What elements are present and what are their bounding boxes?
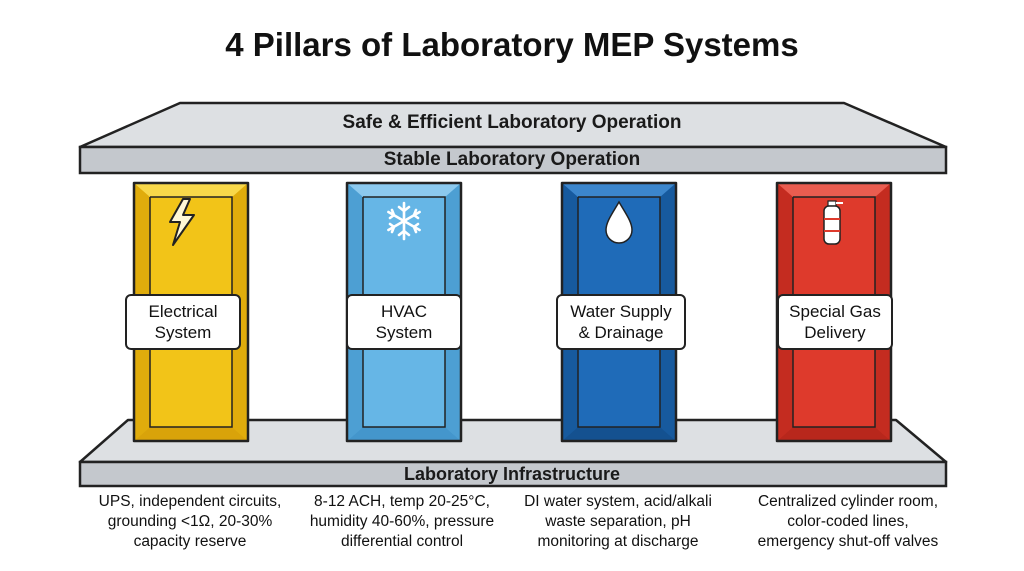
hvac-system-label: HVAC System (346, 294, 462, 350)
label-line: Special Gas (789, 302, 881, 321)
desc-line: humidity 40-60%, pressure (309, 513, 495, 530)
water-drop-icon (605, 200, 633, 244)
gas-description: Centralized cylinder room, color-coded l… (728, 492, 968, 552)
desc-line: Centralized cylinder room, (757, 493, 939, 510)
snowflake-icon (387, 201, 421, 241)
label-line: Water Supply (570, 302, 672, 321)
desc-line: monitoring at discharge (537, 533, 699, 550)
desc-line: color-coded lines, (787, 513, 909, 530)
label-line: System (375, 323, 433, 342)
desc-line: DI water system, acid/alkali (524, 493, 712, 510)
desc-line: emergency shut-off valves (757, 533, 939, 550)
roof-band-label: Stable Laboratory Operation (383, 149, 641, 170)
desc-line: differential control (340, 533, 464, 550)
desc-line: waste separation, pH (545, 513, 691, 530)
label-line: & Drainage (578, 323, 664, 342)
base-slab (78, 418, 948, 488)
label-line: HVAC (381, 302, 427, 321)
desc-line: UPS, independent circuits, (98, 493, 282, 510)
desc-line: grounding <1Ω, 20-30% (107, 513, 273, 530)
lightning-icon (169, 198, 195, 246)
label-line: Delivery (804, 323, 866, 342)
hvac-description: 8-12 ACH, temp 20-25°C, humidity 40-60%,… (282, 492, 522, 552)
roof-top-label: Safe & Efficient Laboratory Operation (342, 112, 682, 133)
desc-line: 8-12 ACH, temp 20-25°C, (314, 493, 490, 510)
water-description: DI water system, acid/alkali waste separ… (498, 492, 738, 552)
label-line: System (154, 323, 212, 342)
pillar-electrical (132, 181, 250, 443)
roof-slab (78, 101, 948, 175)
page-title: 4 Pillars of Laboratory MEP Systems (225, 26, 799, 63)
desc-line: capacity reserve (133, 533, 247, 550)
base-label: Laboratory Infrastructure (403, 464, 621, 484)
label-line: Electrical (148, 302, 218, 321)
electrical-description: UPS, independent circuits, grounding <1Ω… (70, 492, 310, 552)
gas-cylinder-icon (823, 200, 843, 245)
water-supply-label: Water Supply & Drainage (556, 294, 686, 350)
